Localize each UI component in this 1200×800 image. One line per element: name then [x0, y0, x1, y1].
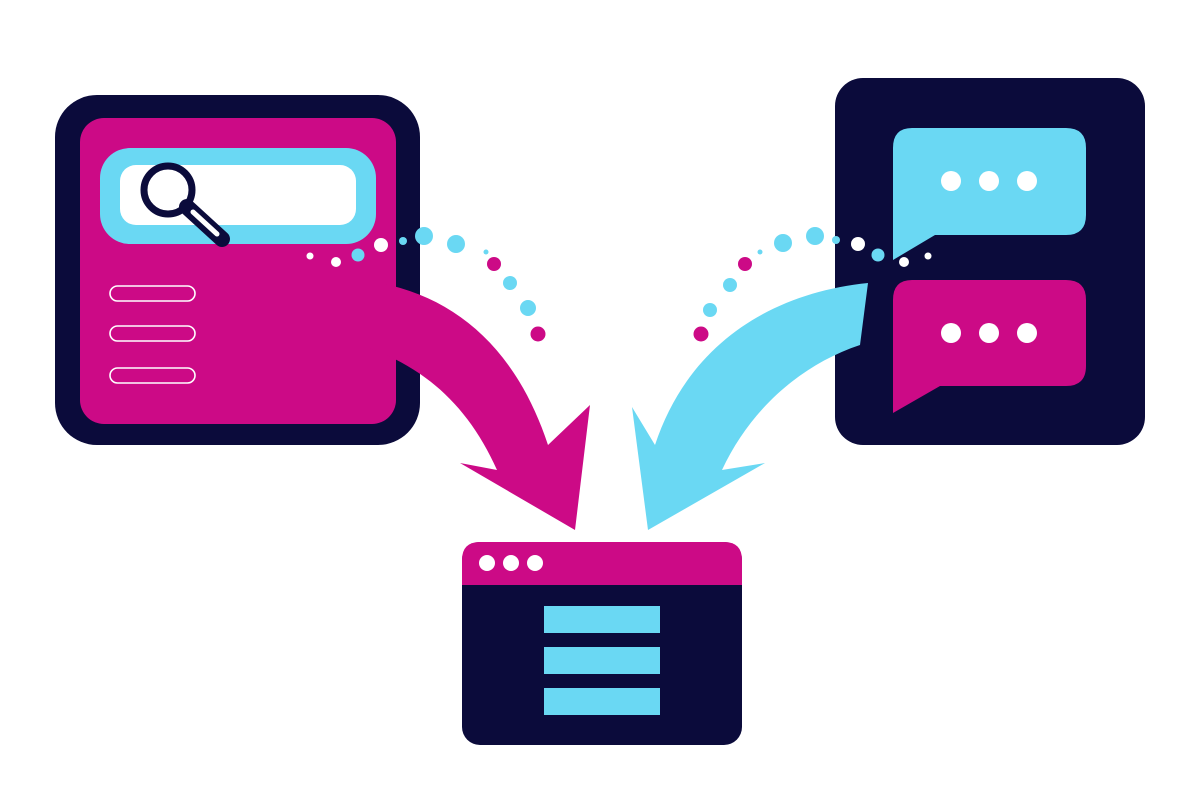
window-control-dot: [503, 555, 519, 571]
dotted-trail-left: [306, 227, 546, 342]
typing-dot: [979, 171, 999, 191]
window-control-dot: [479, 555, 495, 571]
dotted-trail-right: [693, 227, 932, 342]
speech-bubble-icon-bottom: [893, 280, 1086, 413]
browser-window-icon: [462, 542, 742, 745]
typing-dot: [1017, 323, 1037, 343]
browser-title-bar: [462, 542, 742, 585]
content-bar-2: [544, 647, 660, 674]
content-bar-3: [544, 688, 660, 715]
speech-bubble-icon-top: [893, 128, 1086, 260]
magnifying-glass-icon: [140, 162, 230, 247]
search-panel: [55, 95, 420, 445]
content-bar-1: [544, 606, 660, 633]
chat-panel: [835, 78, 1145, 445]
result-line-2: [109, 325, 196, 342]
typing-dot: [1017, 171, 1037, 191]
browser-window-frame: [462, 542, 742, 745]
typing-dot: [941, 171, 961, 191]
typing-dot: [941, 323, 961, 343]
typing-dot: [979, 323, 999, 343]
result-line-3: [109, 367, 196, 384]
result-line-1: [109, 285, 196, 302]
curved-arrow-icon-left: [360, 280, 590, 530]
window-control-dot: [527, 555, 543, 571]
curved-arrow-icon-right: [632, 283, 868, 530]
